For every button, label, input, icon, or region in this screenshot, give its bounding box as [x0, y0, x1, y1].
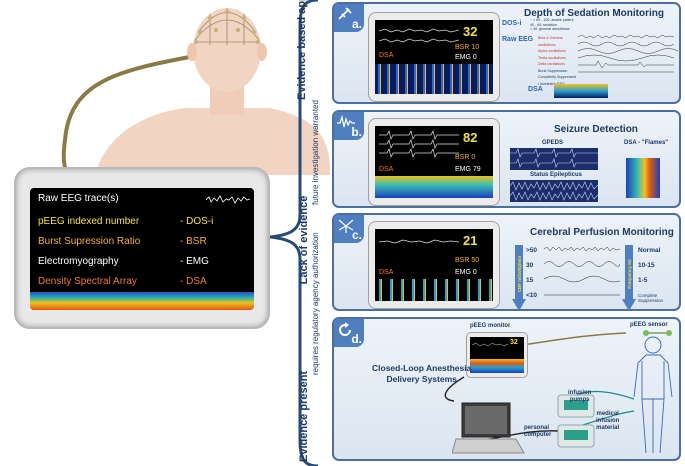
- panel-d-monitor: 32: [466, 332, 528, 378]
- panel-d-monitor-label: pEEG monitor: [470, 323, 511, 329]
- electrodes: [193, 9, 261, 45]
- main-monitor: Raw EEG trace(s) pEEG indexed number - D…: [14, 167, 270, 329]
- panel-c-waveforms: [544, 246, 620, 296]
- main-row-dos-abbr: - DOS-i: [180, 216, 214, 227]
- main-row-bsr-abbr: - BSR: [180, 236, 207, 247]
- label-present: Evidence present: [298, 370, 310, 462]
- main-row-bsr: Burst Supression Ratio: [38, 236, 141, 247]
- panel-d-badge: d.: [334, 319, 364, 347]
- panel-a-dos-label: DOS-i: [502, 20, 522, 27]
- panel-c: c. Cerebral Perfusion Monitoring 21 BSR …: [332, 213, 681, 311]
- main-row-emg: Electromyography: [38, 256, 119, 267]
- panel-c-dos-number: 21: [463, 233, 478, 248]
- patient-ear-right: [257, 43, 267, 61]
- panel-c-eeg-trace: [379, 239, 459, 244]
- panel-c-emg: EMG 0: [455, 269, 477, 276]
- panel-c-freq-arrow: [622, 245, 636, 311]
- perfusion-vessel-icon: [338, 219, 354, 233]
- panel-a-monitor: 32 BSR 10 EMG 0 DSA: [368, 12, 500, 102]
- panel-a-letter: a.: [351, 17, 362, 31]
- panel-d-sensor-label: pEEG sensor: [630, 322, 668, 328]
- patient-shoulders: [95, 108, 330, 175]
- panel-c-cbf-arrow: [512, 245, 526, 311]
- panel-c-bsr: BSR 50: [455, 257, 480, 264]
- panel-a-raw-traces: [578, 34, 678, 73]
- panel-d-closed-loop: Closed-Loop Anesthesia Delivery Systems: [372, 363, 472, 384]
- panel-a-raw-rows: Beta & Gamma oscillations Alpha oscillat…: [538, 36, 577, 86]
- panel-d-dos-number: 32: [510, 339, 518, 346]
- panel-c-freq-arrow-label: Frequency Hz: [627, 259, 632, 289]
- panel-b-status-trace: [509, 180, 599, 202]
- panel-b-letter: b.: [351, 125, 362, 139]
- panel-b-dsa-spectrogram: [375, 176, 493, 198]
- panel-d-personal-label: personal computer: [524, 425, 552, 438]
- label-future: future investigation warranted: [311, 100, 320, 205]
- panel-c-dsa-spectrogram: [375, 279, 493, 301]
- label-lack: Lack of evidence: [298, 195, 310, 285]
- seizure-wave-icon: [337, 115, 355, 128]
- panel-c-right-value-4: Complete Suppression: [638, 293, 664, 303]
- panel-b-eeg-trace: [379, 130, 459, 159]
- panel-a-dsa-label: DSA: [379, 52, 394, 59]
- panel-a-dsa-legend-spectrogram: [554, 84, 608, 98]
- group-brace: [269, 0, 319, 466]
- panel-c-dsa-label: DSA: [379, 269, 394, 276]
- panel-b: b. Seizure Detection 82 BSR 0 EMG 79 DSA…: [332, 110, 681, 208]
- panel-c-left-values: >50 30 15 <10: [526, 247, 538, 299]
- patient-ear-left: [187, 43, 197, 61]
- panel-b-bsr: BSR 0: [455, 154, 476, 161]
- panel-b-dos-number: 82: [463, 130, 478, 145]
- patient-body-outline: [633, 336, 673, 454]
- panel-a-dsa-legend-label: DSA: [528, 86, 543, 93]
- panel-b-emg: EMG 79: [455, 166, 481, 173]
- panel-c-letter: c.: [351, 228, 362, 242]
- panel-d-material-label: medical infusion material: [596, 411, 620, 431]
- panel-d-letter: d.: [351, 332, 362, 346]
- panel-a-eeg-trace: [379, 28, 459, 43]
- panel-b-dsa-label: DSA: [379, 166, 394, 173]
- panel-a-dos-legend: ~ > 80 - 100: awake patient 40 - 60: sed…: [530, 18, 574, 31]
- panel-d-eeg-trace: [472, 342, 508, 347]
- main-row-dsa-abbr: - DSA: [180, 276, 207, 287]
- closed-loop-icon: [339, 322, 351, 336]
- panel-a-title: Depth of Sedation Monitoring: [524, 8, 664, 19]
- panel-a-emg: EMG 0: [455, 54, 477, 61]
- main-dsa-spectrogram: [30, 292, 254, 310]
- panel-b-dsa-flames-label: DSA - "Flames": [624, 140, 669, 146]
- infusion-pump-icon: [557, 394, 595, 448]
- main-raw-eeg-trace: [206, 195, 250, 204]
- panel-d: d. pEEG monitor pEEG sensor 32 Closed-Lo…: [332, 317, 681, 461]
- personal-computer-icon: [452, 402, 525, 454]
- panel-b-title: Seizure Detection: [554, 124, 638, 135]
- panel-a-bsr: BSR 10: [455, 44, 480, 51]
- syringe-icon: [338, 7, 352, 20]
- panel-b-status-label: Status Epilepticus: [530, 172, 583, 178]
- panel-a-raw-eeg-label: Raw EEG: [502, 36, 534, 43]
- patient-illustration: [61, 0, 330, 466]
- panel-a-dos-number: 32: [463, 24, 478, 39]
- panel-a-dsa-spectrogram: [375, 64, 493, 94]
- panel-a-badge: a.: [334, 4, 364, 32]
- main-row-emg-abbr: - EMG: [180, 256, 209, 267]
- label-requires: requires regulatory agency authorization: [311, 232, 320, 375]
- panel-b-gpeds-trace: [510, 148, 598, 170]
- panel-b-flames-spectrogram: [626, 158, 660, 198]
- main-row-dsa: Density Spectral Array: [38, 276, 137, 287]
- panel-c-cbf-arrow-label: CBF ml/100g/min: [517, 255, 522, 293]
- panel-b-gpeds-label: GPEDS: [542, 140, 564, 146]
- main-monitor-screen: Raw EEG trace(s) pEEG indexed number - D…: [30, 188, 254, 310]
- panel-c-title: Cerebral Perfusion Monitoring: [530, 227, 674, 238]
- panel-c-monitor: 21 BSR 50 EMG 0 DSA: [368, 221, 500, 309]
- main-row-raw-eeg: Raw EEG trace(s): [38, 193, 119, 204]
- main-row-dos: pEEG indexed number: [38, 216, 140, 227]
- panel-b-badge: b.: [334, 112, 364, 140]
- panel-b-monitor: 82 BSR 0 EMG 79 DSA: [368, 118, 500, 206]
- label-evidence-based: Evidence based application: [296, 0, 308, 100]
- panel-c-right-values: Normal 10-15 1-5: [638, 247, 661, 284]
- panel-a: a. Depth of Sedation Monitoring 32 BSR 1…: [332, 2, 681, 104]
- panel-d-dsa-spectrogram: [470, 359, 524, 373]
- panel-c-badge: c.: [334, 215, 364, 243]
- panel-d-infusion-label: infusion pumps: [568, 390, 592, 403]
